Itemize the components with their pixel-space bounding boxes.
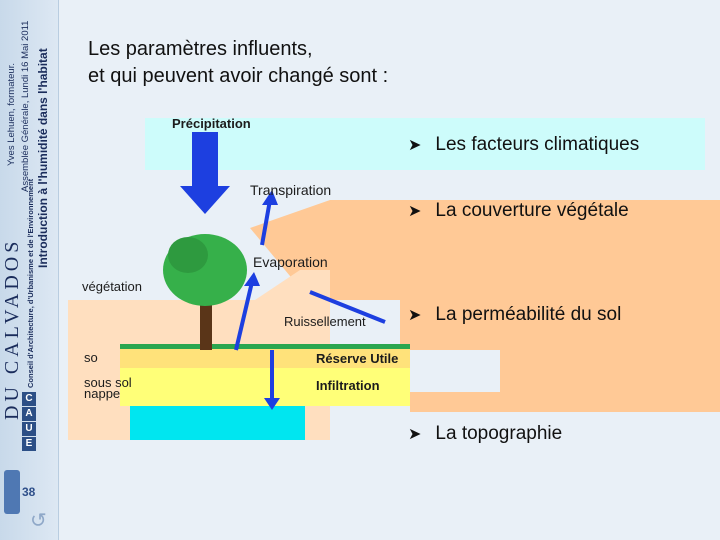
water-table-layer <box>130 406 305 440</box>
caue-letter-c: C <box>22 392 36 406</box>
caue-letter-a: A <box>22 407 36 421</box>
label-transpiration: Transpiration <box>250 182 332 198</box>
transpiration-arrow <box>260 199 272 246</box>
slide-title: Les paramètres influents, et qui peuvent… <box>88 36 388 90</box>
bullet-topography: ➤La topographie <box>408 423 563 444</box>
evaporation-arrow <box>234 281 254 351</box>
bullet-soil-permeability: ➤La perméabilité du sol <box>408 304 622 325</box>
label-vegetation: végétation <box>82 279 142 294</box>
bullet-climatic-factors: ➤Les facteurs climatiques <box>408 134 640 155</box>
precipitation-arrow-head <box>180 186 230 214</box>
bullet-arrow-icon: ➤ <box>408 426 422 443</box>
precipitation-arrow-shaft <box>192 132 218 186</box>
bullet-arrow-icon: ➤ <box>408 203 422 220</box>
page-number: 38 <box>22 485 36 499</box>
label-infiltration: Infiltration <box>316 378 380 393</box>
bullet-arrow-icon: ➤ <box>408 137 422 154</box>
decorative-swirl-icon: ↺ <box>30 510 47 532</box>
label-sous-sol: sous sol <box>84 375 132 390</box>
caue-letter-e: E <box>22 437 36 451</box>
grass-line <box>120 344 410 349</box>
label-precipitation: Précipitation <box>172 116 251 131</box>
title-line-1: Les paramètres influents, <box>88 38 313 60</box>
caue-letter-u: U <box>22 422 36 436</box>
cau-logo-icon <box>4 470 20 514</box>
soil-layer <box>120 348 410 368</box>
evaporation-arrow-head <box>244 272 260 286</box>
label-sol: so <box>84 350 98 365</box>
sky-band <box>145 118 705 170</box>
transpiration-arrow-head <box>262 190 278 205</box>
tree-crown-shade <box>168 237 208 273</box>
runoff-arrow <box>309 290 386 324</box>
infiltration-arrow-head <box>264 398 280 410</box>
label-nappe: nappe <box>84 386 121 401</box>
title-line-2: et qui peuvent avoir changé sont : <box>88 65 389 87</box>
bullet-arrow-icon: ➤ <box>408 307 422 324</box>
label-evaporation: Evaporation <box>253 254 328 270</box>
bullet-vegetation-cover: ➤La couverture végétale <box>408 200 629 221</box>
label-reserve-utile: Réserve Utile <box>316 351 399 366</box>
terrain-upper <box>250 200 720 412</box>
subsoil-layer <box>120 368 410 406</box>
label-ruissellement: Ruissellement <box>284 314 366 329</box>
